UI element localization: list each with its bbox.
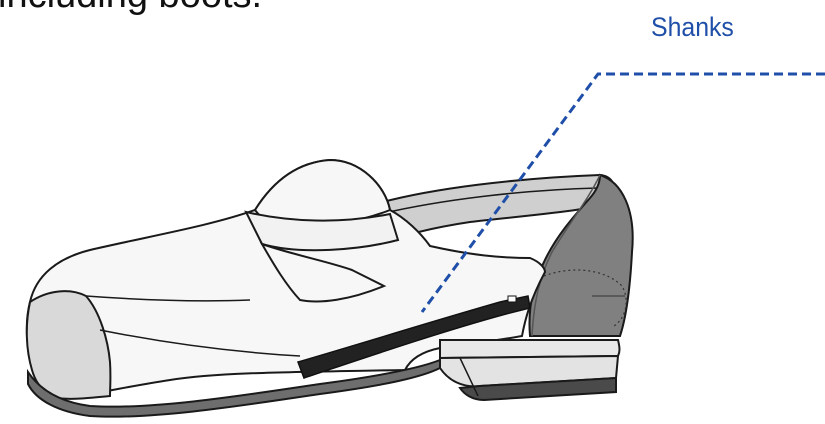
shank-notch (508, 296, 516, 302)
